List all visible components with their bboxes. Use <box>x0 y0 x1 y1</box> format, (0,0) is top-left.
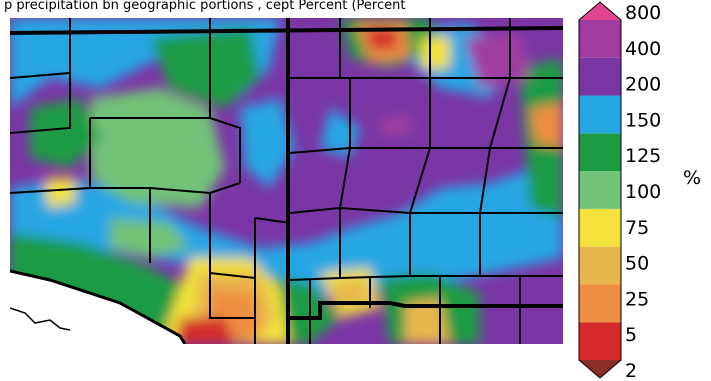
legend-swatch-200 <box>579 57 621 96</box>
legend-label-125: 125 <box>625 145 661 167</box>
legend-swatch-5 <box>579 322 621 360</box>
legend-swatch-125 <box>579 133 621 172</box>
precip-anomaly-field <box>10 18 563 344</box>
county-boundaries <box>10 18 563 344</box>
legend-swatch-150 <box>579 95 621 134</box>
precipitation-map <box>10 18 563 344</box>
legend-swatch-25 <box>579 284 621 323</box>
legend-label-5: 5 <box>625 324 637 346</box>
legend-label-800: 800 <box>625 2 661 24</box>
state-boundaries <box>10 18 563 344</box>
international-border <box>10 269 187 344</box>
coastline <box>10 307 71 331</box>
legend-label-2: 2 <box>625 360 637 381</box>
legend-unit-label: % <box>683 167 701 189</box>
legend-label-100: 100 <box>625 181 661 203</box>
legend-label-150: 150 <box>625 109 661 131</box>
legend-swatch-50 <box>579 246 621 285</box>
legend-label-400: 400 <box>625 38 661 60</box>
legend-swatch-400 <box>579 20 621 58</box>
legend-swatch-75 <box>579 208 621 247</box>
legend-swatch-100 <box>579 171 621 209</box>
legend-outline <box>578 1 622 379</box>
legend-label-200: 200 <box>625 74 661 96</box>
legend-colorbar <box>578 1 622 379</box>
mexico-blank-area <box>10 271 185 344</box>
legend-label-25: 25 <box>625 288 649 310</box>
legend-label-75: 75 <box>625 217 649 239</box>
map-caption: p precipitation bn geographic portions ,… <box>4 0 406 13</box>
legend-label-50: 50 <box>625 253 649 275</box>
map-canvas <box>10 18 563 344</box>
legend-swatch-800 <box>579 2 621 20</box>
legend-swatch-2 <box>579 360 621 378</box>
